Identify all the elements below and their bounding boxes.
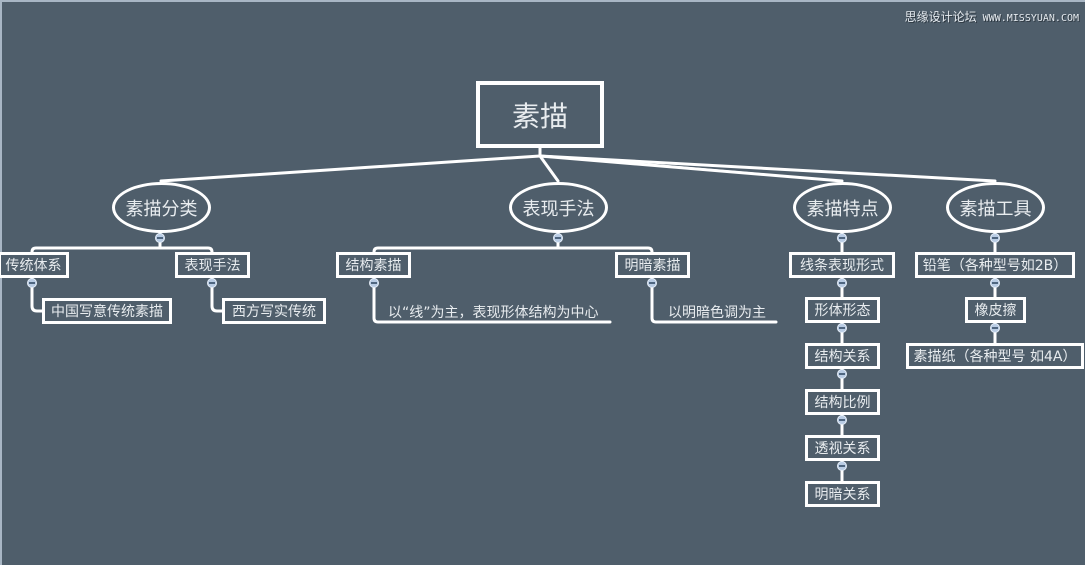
node-label: 明暗素描 (624, 258, 681, 274)
node-label: 形体形态 (814, 303, 871, 319)
node-label: 透视关系 (814, 441, 871, 457)
node-label: 西方写实传统 (232, 304, 316, 320)
collapse-minus-icon[interactable] (369, 278, 379, 288)
node-structural-description[interactable]: 以“线”为主，表现形体结构为中心 (388, 305, 599, 321)
collapse-minus-icon[interactable] (837, 415, 847, 425)
collapse-minus-icon[interactable] (647, 278, 657, 288)
collapse-minus-icon[interactable] (990, 233, 1000, 243)
collapse-minus-icon[interactable] (837, 278, 847, 288)
collapse-minus-icon[interactable] (27, 278, 37, 288)
collapse-minus-icon[interactable] (837, 461, 847, 471)
node-label: 表现手法 (184, 258, 241, 274)
node-structural-sketch[interactable]: 结构素描 (336, 252, 411, 278)
branch-node-classification[interactable]: 素描分类 (112, 182, 211, 233)
watermark-url: WWW.MISSYUAN.COM (982, 13, 1079, 24)
node-label: 结构素描 (345, 258, 402, 274)
node-label: 铅笔（各种型号如2B） (922, 258, 1068, 274)
collapse-minus-icon[interactable] (990, 278, 1000, 288)
node-eraser[interactable]: 橡皮擦 (965, 297, 1026, 323)
collapse-minus-icon[interactable] (990, 323, 1000, 333)
node-traditional-system[interactable]: 传统体系 (0, 252, 69, 278)
node-label: 结构关系 (814, 349, 871, 365)
node-sketch-paper[interactable]: 素描纸（各种型号 如4A） (906, 343, 1084, 369)
node-structural-relation[interactable]: 结构关系 (805, 343, 880, 369)
collapse-minus-icon[interactable] (837, 233, 847, 243)
node-pencil[interactable]: 铅笔（各种型号如2B） (915, 252, 1075, 278)
node-label: 明暗关系 (814, 487, 871, 503)
collapse-minus-icon[interactable] (553, 233, 563, 243)
node-western-realism[interactable]: 西方写实传统 (222, 298, 326, 324)
node-label: 中国写意传统素描 (51, 304, 163, 320)
branch-node-tools[interactable]: 素描工具 (946, 182, 1045, 233)
root-node-label: 素描 (511, 99, 568, 133)
node-label: 线条表现形式 (800, 258, 884, 274)
node-structural-proportion[interactable]: 结构比例 (805, 389, 880, 415)
branch-label: 表现手法 (522, 198, 595, 220)
branch-label: 素描工具 (959, 198, 1032, 220)
node-light-shade-description[interactable]: 以明暗色调为主 (668, 305, 766, 321)
node-label: 结构比例 (814, 395, 871, 411)
node-chinese-freehand-sketch[interactable]: 中国写意传统素描 (42, 298, 172, 324)
collapse-minus-icon[interactable] (837, 323, 847, 333)
branch-node-characteristics[interactable]: 素描特点 (793, 182, 892, 233)
branch-node-techniques[interactable]: 表现手法 (509, 182, 608, 233)
collapse-minus-icon[interactable] (207, 278, 217, 288)
node-expression-method[interactable]: 表现手法 (175, 252, 250, 278)
watermark-site-name: 思缘设计论坛 (904, 10, 977, 24)
node-label: 传统体系 (5, 258, 62, 274)
branch-label: 素描特点 (806, 198, 879, 220)
node-label: 素描纸（各种型号 如4A） (913, 349, 1077, 365)
node-light-shade-relation[interactable]: 明暗关系 (805, 481, 880, 507)
node-perspective-relation[interactable]: 透视关系 (805, 435, 880, 461)
branch-label: 素描分类 (125, 198, 198, 220)
node-line-expression[interactable]: 线条表现形式 (789, 252, 895, 278)
collapse-minus-icon[interactable] (837, 369, 847, 379)
node-shape-form[interactable]: 形体形态 (805, 297, 880, 323)
node-label: 橡皮擦 (974, 303, 1017, 319)
collapse-minus-icon[interactable] (155, 233, 165, 243)
root-node[interactable]: 素描 (476, 81, 604, 148)
node-light-shade-sketch[interactable]: 明暗素描 (615, 252, 690, 278)
watermark: 思缘设计论坛 WWW.MISSYUAN.COM (905, 8, 1079, 25)
